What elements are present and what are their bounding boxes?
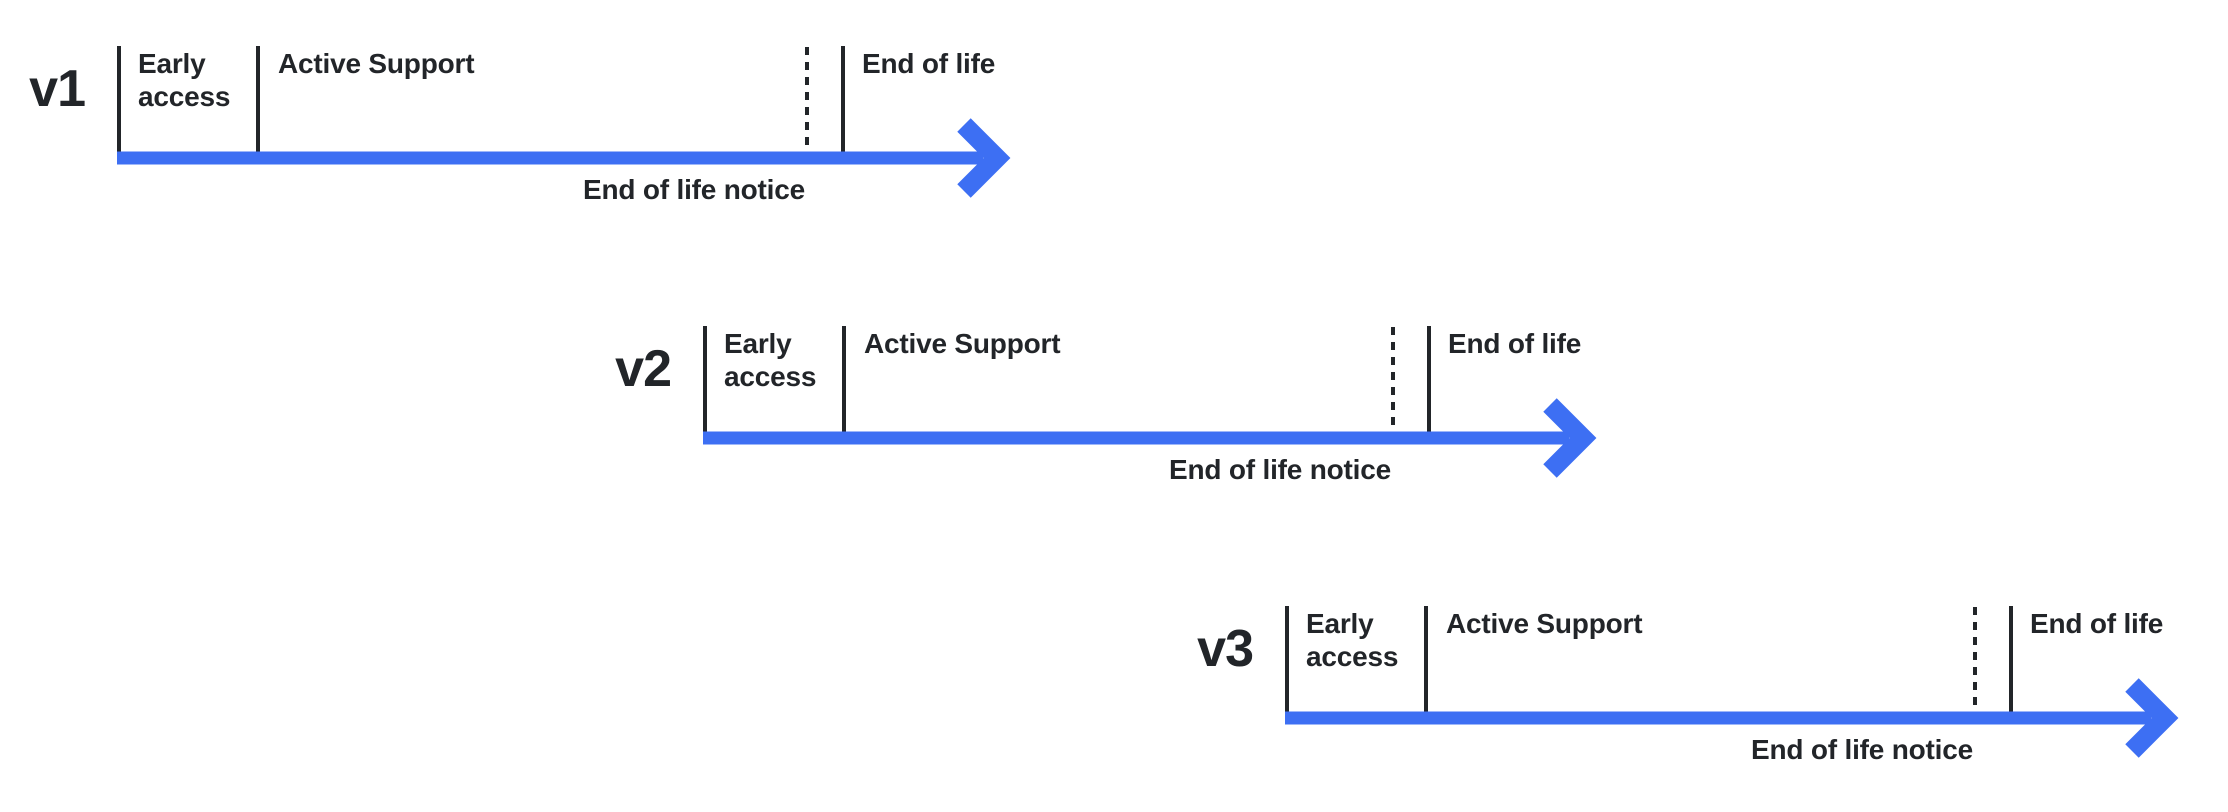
timeline-row-v2: v2 Early access Active Support End of li…: [615, 326, 1613, 491]
end-of-life-notice-label: End of life notice: [583, 174, 805, 205]
version-label: v3: [1197, 620, 1254, 678]
active-support-label: Active Support: [278, 48, 475, 79]
timeline-arrow-icon: [117, 118, 1011, 198]
timeline-arrow-icon: [1285, 678, 2179, 758]
end-of-life-tick: [841, 46, 845, 152]
timeline-row-v3: v3 Early access Active Support End of li…: [1197, 606, 2195, 771]
timeline-start-tick: [703, 326, 707, 432]
version-label: v1: [29, 60, 86, 118]
timeline-arrow-icon: [703, 398, 1597, 478]
end-of-life-label: End of life: [1448, 328, 1582, 359]
early-access-label: Early access: [724, 328, 817, 392]
eol-notice-dashed-line: [1391, 327, 1395, 431]
active-support-tick: [842, 326, 846, 432]
version-label: v2: [615, 340, 672, 398]
eol-notice-dashed-line: [805, 47, 809, 151]
active-support-tick: [256, 46, 260, 152]
active-support-tick: [1424, 606, 1428, 712]
end-of-life-tick: [2009, 606, 2013, 712]
timeline-start-tick: [1285, 606, 1289, 712]
early-access-label: Early access: [138, 48, 231, 112]
end-of-life-notice-label: End of life notice: [1169, 454, 1391, 485]
early-access-label: Early access: [1306, 608, 1399, 672]
timeline-row-v1: v1 Early access Active Support End of li…: [29, 46, 1027, 211]
timeline-start-tick: [117, 46, 121, 152]
active-support-label: Active Support: [1446, 608, 1643, 639]
end-of-life-tick: [1427, 326, 1431, 432]
end-of-life-notice-label: End of life notice: [1751, 734, 1973, 765]
end-of-life-label: End of life: [862, 48, 996, 79]
eol-notice-dashed-line: [1973, 607, 1977, 711]
end-of-life-label: End of life: [2030, 608, 2164, 639]
active-support-label: Active Support: [864, 328, 1061, 359]
